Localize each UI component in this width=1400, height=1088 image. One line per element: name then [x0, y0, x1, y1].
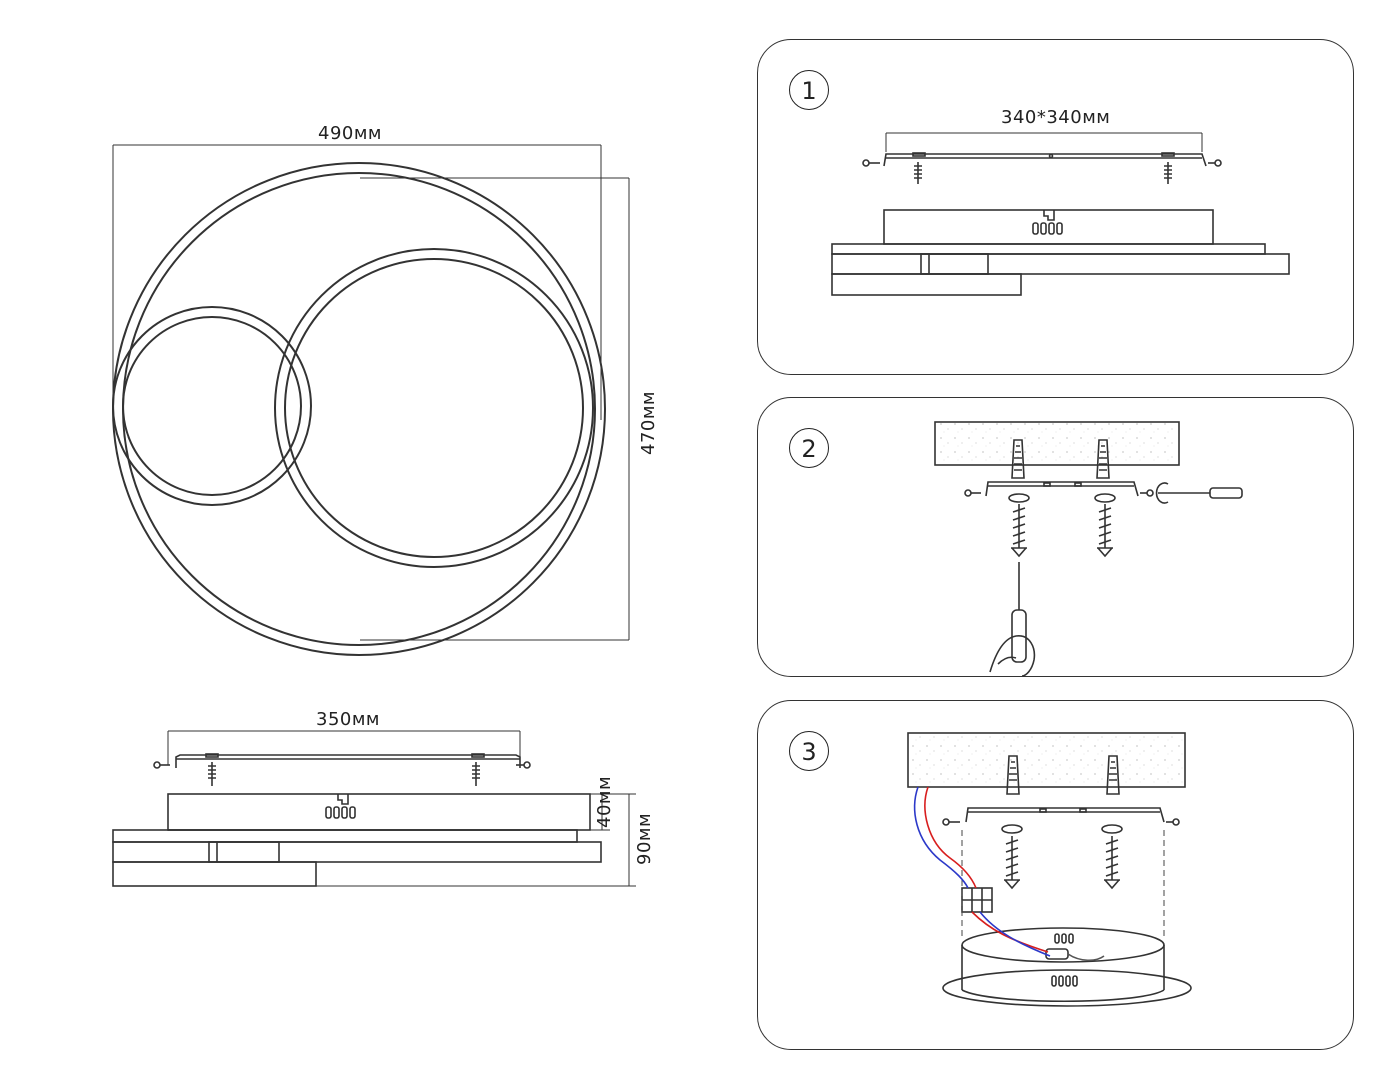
ceiling-block [934, 421, 1180, 466]
bracket-width-label: 350мм [316, 709, 381, 730]
step-3-number: 3 [789, 731, 829, 771]
small-ring [112, 306, 312, 506]
ceiling-block-3 [907, 732, 1186, 788]
step-1-number: 1 [789, 70, 829, 110]
middle-ring [274, 248, 594, 568]
step-2-number: 2 [789, 428, 829, 468]
top-width-label: 490мм [318, 123, 383, 144]
lamp-body-top [961, 927, 1165, 963]
step-1-panel [757, 39, 1354, 375]
step-1-dimension-label: 340*340мм [1001, 107, 1111, 128]
